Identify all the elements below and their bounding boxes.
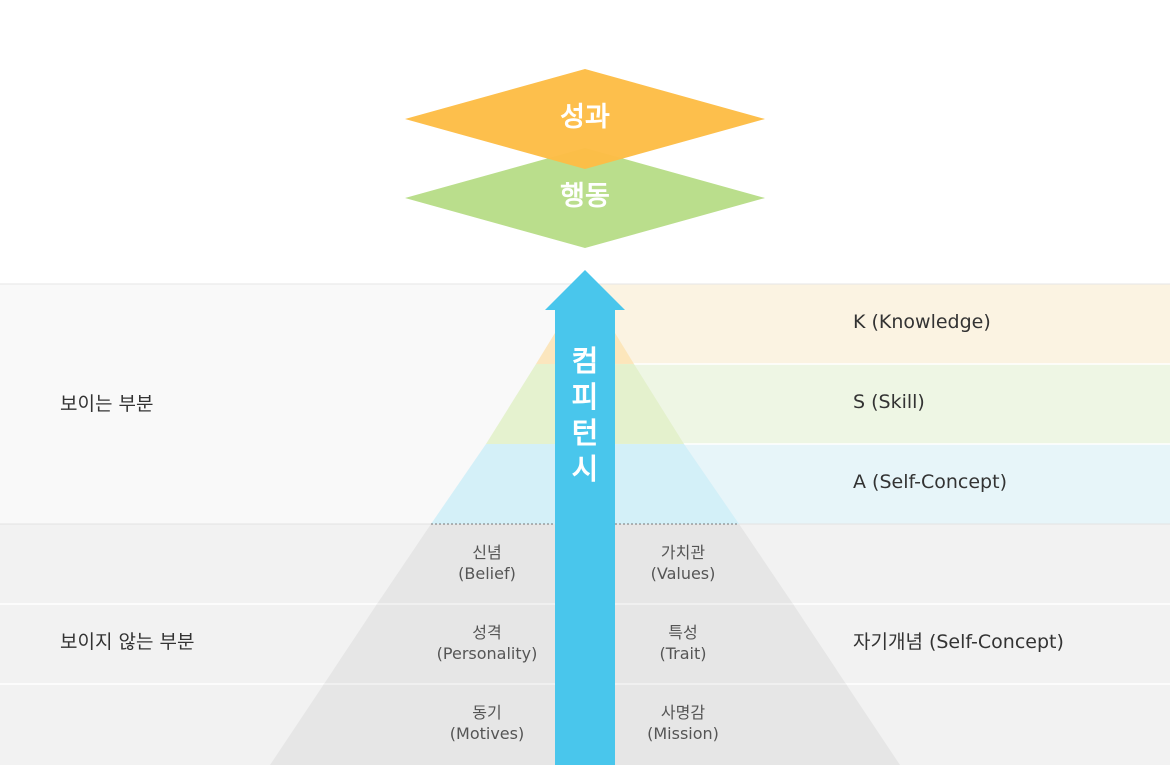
arrow-char-3: 턴: [571, 416, 599, 450]
mission-korean: 사명감: [660, 703, 706, 722]
band-knowledge: [585, 284, 1170, 364]
visible-section-label: 보이는 부분: [60, 393, 154, 415]
layer-label-self-concept: A (Self-Concept): [853, 471, 1007, 493]
trait-korean: 특성: [668, 623, 698, 642]
hidden-row-3-right: 사명감 (Mission): [647, 702, 719, 744]
motives-korean: 동기: [472, 703, 502, 722]
hidden-row-2-left: 성격 (Personality): [437, 622, 538, 664]
hidden-row-3-left: 동기 (Motives): [450, 702, 524, 744]
trait-english: (Trait): [659, 644, 707, 663]
hidden-section-label: 보이지 않는 부분: [60, 631, 195, 653]
layer-label-knowledge: K (Knowledge): [853, 311, 991, 333]
mission-english: (Mission): [647, 724, 719, 743]
personality-english: (Personality): [436, 644, 538, 663]
arrow-char-2: 피: [571, 380, 599, 414]
values-english: (Values): [650, 564, 716, 583]
motives-english: (Motives): [449, 724, 525, 743]
layer-label-skill: S (Skill): [853, 391, 925, 413]
hidden-row-1-right: 가치관 (Values): [651, 542, 716, 584]
band-skill: [585, 364, 1170, 444]
hidden-self-concept-label: 자기개념 (Self-Concept): [853, 631, 1064, 653]
arrow-char-4: 시: [571, 452, 599, 486]
performance-diamond: [405, 69, 765, 169]
behavior-diamond: [405, 148, 765, 248]
values-korean: 가치관: [660, 543, 706, 562]
belief-korean: 신념: [472, 543, 502, 562]
personality-korean: 성격: [472, 623, 502, 642]
hidden-row-1-left: 신념 (Belief): [458, 542, 516, 584]
competency-arrow-label: 컴 피 턴 시: [572, 343, 599, 487]
performance-label: 성과: [560, 102, 610, 133]
belief-english: (Belief): [458, 564, 516, 583]
hidden-row-2-right: 특성 (Trait): [659, 622, 706, 664]
arrow-char-1: 컴: [571, 344, 599, 378]
behavior-label: 행동: [560, 181, 610, 212]
competency-arrow: [545, 270, 625, 765]
